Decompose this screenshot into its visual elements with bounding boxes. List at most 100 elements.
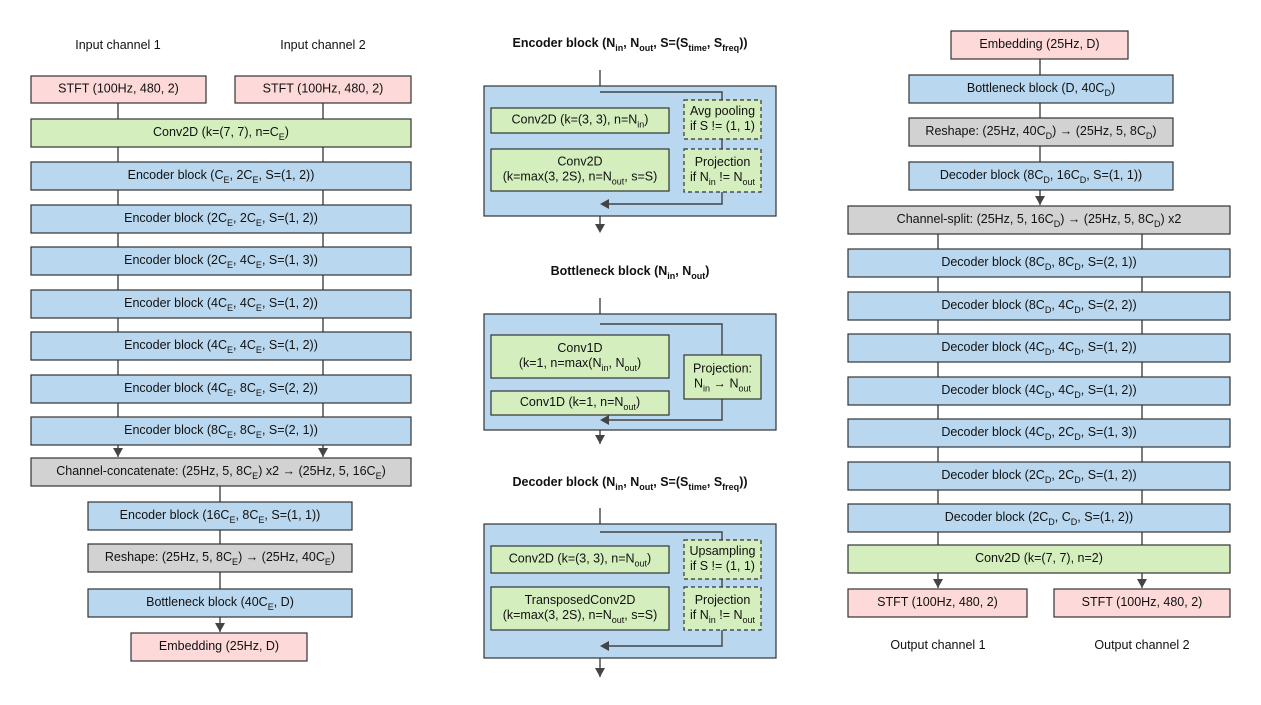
stft-output-1: STFT (100Hz, 480, 2) (847, 588, 1028, 618)
connector-line (600, 91, 723, 205)
encoder-detail-conv2d-2-label-1: Conv2D (557, 155, 602, 169)
decoder-block-title: Decoder block (Nin, Nout, S=(Stime, Sfre… (512, 475, 747, 492)
arrowhead-down (595, 435, 605, 444)
encoder-block-title: Encoder block (Nin, Nout, S=(Stime, Sfre… (512, 36, 747, 53)
decoder-block-6: Decoder block (2CD, 2CD, S=(1, 2)) (847, 461, 1231, 491)
decoder-detail-transposedconv2d-label-1: TransposedConv2D (525, 593, 636, 607)
encoder-block-6: Encoder block (4CE, 8CE, S=(2, 2)) (30, 374, 412, 404)
reshape-decoder: Reshape: (25Hz, 40CD) → (25Hz, 5, 8CD) (908, 117, 1174, 147)
decoder-detail-transposedconv2d: TransposedConv2D(k=max(3, 2S), n=Nout, s… (490, 586, 670, 631)
encoder-block-4-label: Encoder block (4CE, 4CE, S=(1, 2)) (124, 296, 318, 313)
decoder-block-4-label: Decoder block (4CD, 4CD, S=(1, 2)) (941, 383, 1136, 400)
arrowhead-down (113, 448, 123, 457)
embedding-input: Embedding (25Hz, D) (950, 30, 1129, 60)
conv2d-output-label: Conv2D (k=(7, 7), n=2) (975, 551, 1103, 565)
encoder-block-1: Encoder block (CE, 2CE, S=(1, 2)) (30, 161, 412, 191)
conv2d-output: Conv2D (k=(7, 7), n=2) (847, 544, 1231, 574)
arrowhead-left (600, 199, 609, 209)
decoder-block-3-label: Decoder block (4CD, 4CD, S=(1, 2)) (941, 340, 1136, 357)
decoder-detail-projection-label-1: Projection (695, 593, 751, 607)
decoder-block-5: Decoder block (4CD, 2CD, S=(1, 3)) (847, 418, 1231, 448)
channel-split: Channel-split: (25Hz, 5, 16CD) → (25Hz, … (847, 205, 1231, 235)
encoder-block-4: Encoder block (4CE, 4CE, S=(1, 2)) (30, 289, 412, 319)
encoder-block-final: Encoder block (16CE, 8CE, S=(1, 1)) (87, 501, 353, 531)
embedding-output: Embedding (25Hz, D) (130, 632, 308, 662)
conv2d-input: Conv2D (k=(7, 7), n=CE) (30, 118, 412, 148)
embedding-output-label: Embedding (25Hz, D) (159, 639, 279, 653)
decoder-block-1-label: Decoder block (8CD, 8CD, S=(2, 1)) (941, 255, 1136, 272)
arrowhead-down (595, 224, 605, 233)
bottleneck-block-decoder-label: Bottleneck block (D, 40CD) (967, 81, 1115, 98)
encoder-detail-avg-pooling-label-2: if S != (1, 1) (690, 119, 755, 133)
arrowhead-down (318, 448, 328, 457)
stft-output-2-label: STFT (100Hz, 480, 2) (1082, 595, 1203, 609)
encoder-block-5-label: Encoder block (4CE, 4CE, S=(1, 2)) (124, 338, 318, 355)
arrowhead-down (933, 579, 943, 588)
decoder-detail-upsampling-label-2: if S != (1, 1) (690, 559, 755, 573)
encoder-detail-projection-label-2: if Nin != Nout (690, 170, 756, 187)
decoder-block-first: Decoder block (8CD, 16CD, S=(1, 1)) (908, 161, 1174, 191)
encoder-block-1-label: Encoder block (CE, 2CE, S=(1, 2)) (128, 168, 315, 185)
arrowhead-left (600, 415, 609, 425)
bottleneck-detail-conv1d-2: Conv1D (k=1, n=Nout) (490, 390, 670, 416)
encoder-block-5: Encoder block (4CE, 4CE, S=(1, 2)) (30, 331, 412, 361)
stft-input-1-label: STFT (100Hz, 480, 2) (58, 82, 179, 96)
decoder-block-2: Decoder block (8CD, 4CD, S=(2, 2)) (847, 291, 1231, 321)
decoder-block-6-label: Decoder block (2CD, 2CD, S=(1, 2)) (941, 468, 1136, 485)
channel-concatenate-label: Channel-concatenate: (25Hz, 5, 8CE) x2 →… (56, 464, 386, 481)
stft-output-2: STFT (100Hz, 480, 2) (1053, 588, 1231, 618)
bottleneck-block-title: Bottleneck block (Nin, Nout) (551, 264, 710, 281)
input-channel-1-label: Input channel 1 (75, 38, 161, 52)
decoder-detail-conv2d: Conv2D (k=(3, 3), n=Nout) (490, 545, 670, 574)
bottleneck-block-encoder: Bottleneck block (40CE, D) (87, 588, 353, 618)
decoder-block-5-label: Decoder block (4CD, 2CD, S=(1, 3)) (941, 425, 1136, 442)
decoder-detail-upsampling-label-1: Upsampling (689, 544, 755, 558)
encoder-block-final-label: Encoder block (16CE, 8CE, S=(1, 1)) (120, 508, 321, 525)
stft-input-1: STFT (100Hz, 480, 2) (30, 75, 207, 104)
bottleneck-detail-conv1d-1: Conv1D(k=1, n=max(Nin, Nout) (490, 334, 670, 379)
decoder-block-4: Decoder block (4CD, 4CD, S=(1, 2)) (847, 376, 1231, 406)
reshape-encoder: Reshape: (25Hz, 5, 8CE) → (25Hz, 40CE) (87, 543, 353, 573)
bottleneck-block-decoder: Bottleneck block (D, 40CD) (908, 74, 1174, 104)
reshape-encoder-label: Reshape: (25Hz, 5, 8CE) → (25Hz, 40CE) (105, 550, 335, 567)
embedding-input-label: Embedding (25Hz, D) (979, 37, 1099, 51)
decoder-block-2-label: Decoder block (8CD, 4CD, S=(2, 2)) (941, 298, 1136, 315)
conv2d-input-label: Conv2D (k=(7, 7), n=CE) (153, 125, 289, 142)
arrowhead-down (595, 668, 605, 677)
output-channel-1-label: Output channel 1 (890, 638, 985, 652)
bottleneck-detail-projection: Projection:Nin → Nout (683, 354, 762, 400)
arrowhead-down (215, 623, 225, 632)
nodes-layer: STFT (100Hz, 480, 2) STFT (100Hz, 480, 2)… (30, 30, 1231, 662)
decoder-detail-conv2d-label: Conv2D (k=(3, 3), n=Nout) (509, 552, 651, 569)
decoder-block-7: Decoder block (2CD, CD, S=(1, 2)) (847, 503, 1231, 533)
decoder-detail-transposedconv2d-label-2: (k=max(3, 2S), n=Nout, s=S) (503, 608, 658, 625)
decoder-block-1: Decoder block (8CD, 8CD, S=(2, 1)) (847, 248, 1231, 278)
decoder-block-3: Decoder block (4CD, 4CD, S=(1, 2)) (847, 333, 1231, 363)
bottleneck-detail-projection-label-2: Nin → Nout (694, 377, 752, 394)
encoder-detail-projection-label-1: Projection (695, 155, 751, 169)
decoder-detail-projection-label-2: if Nin != Nout (690, 608, 756, 625)
encoder-block-2-label: Encoder block (2CE, 2CE, S=(1, 2)) (124, 211, 318, 228)
encoder-detail-conv2d-2-label-2: (k=max(3, 2S), n=Nout, s=S) (503, 170, 658, 187)
bottleneck-detail-projection-label-1: Projection: (693, 362, 752, 376)
encoder-block-2: Encoder block (2CE, 2CE, S=(1, 2)) (30, 204, 412, 234)
encoder-block-3-label: Encoder block (2CE, 4CE, S=(1, 3)) (124, 253, 318, 270)
channel-concatenate: Channel-concatenate: (25Hz, 5, 8CE) x2 →… (30, 457, 412, 487)
stft-input-2-label: STFT (100Hz, 480, 2) (263, 82, 384, 96)
reshape-decoder-label: Reshape: (25Hz, 40CD) → (25Hz, 5, 8CD) (925, 124, 1156, 141)
encoder-block-7-label: Encoder block (8CE, 8CE, S=(2, 1)) (124, 423, 318, 440)
stft-input-2: STFT (100Hz, 480, 2) (234, 75, 412, 104)
encoder-detail-conv2d-1-label: Conv2D (k=(3, 3), n=Nin) (512, 113, 649, 130)
encoder-detail-conv2d-1: Conv2D (k=(3, 3), n=Nin) (490, 107, 670, 134)
decoder-block-7-label: Decoder block (2CD, CD, S=(1, 2)) (945, 510, 1133, 527)
bottleneck-detail-conv1d-2-label: Conv1D (k=1, n=Nout) (520, 395, 640, 412)
arrowhead-left (600, 641, 609, 651)
bottleneck-detail-conv1d-1-label-1: Conv1D (557, 341, 602, 355)
encoder-detail-conv2d-2: Conv2D(k=max(3, 2S), n=Nout, s=S) (490, 148, 670, 192)
stft-output-1-label: STFT (100Hz, 480, 2) (877, 595, 998, 609)
